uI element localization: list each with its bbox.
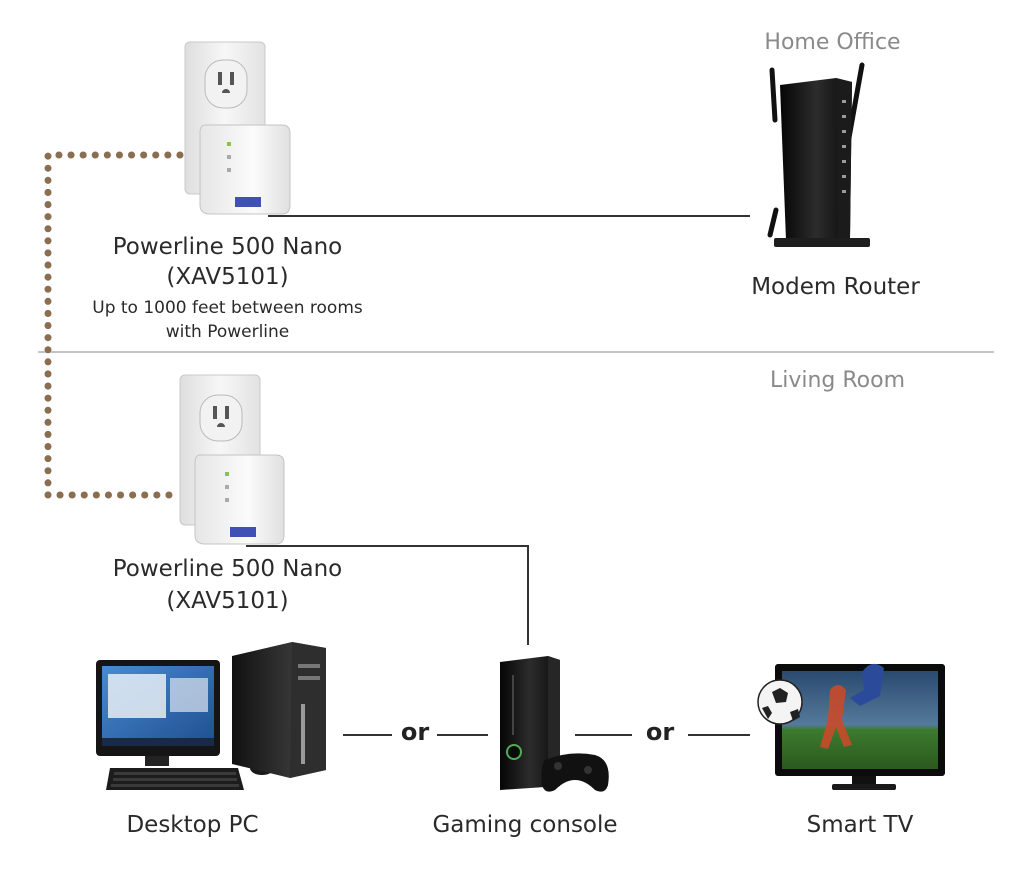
gaming-console-image	[500, 656, 609, 792]
adapter-top-note-line2: with Powerline	[165, 322, 290, 342]
adapter-top-model: (XAV5101)	[166, 264, 289, 290]
adapter-top-name: Powerline 500 Nano	[112, 234, 343, 260]
room-label-home-office: Home Office	[764, 30, 901, 55]
modem-router-image	[767, 62, 870, 247]
adapter-bottom-model: (XAV5101)	[166, 588, 289, 614]
router-label: Modem Router	[751, 274, 920, 300]
or-connector-right: or	[645, 718, 675, 746]
cable-adapter-console	[246, 545, 529, 645]
powerline-adapter-top	[184, 41, 291, 215]
adapter-top-note-line1: Up to 1000 feet between rooms	[92, 298, 363, 318]
desktop-pc-image	[96, 642, 326, 790]
device-label-desktop-pc: Desktop PC	[126, 812, 259, 838]
device-label-gaming-console: Gaming console	[432, 812, 618, 838]
powerline-dotted-link	[44, 151, 184, 499]
room-label-living-room: Living Room	[769, 368, 906, 393]
or-connector-left: or	[400, 718, 430, 746]
smart-tv-image	[757, 663, 945, 790]
device-label-smart-tv: Smart TV	[806, 812, 914, 838]
powerline-adapter-bottom	[179, 374, 285, 545]
adapter-bottom-name: Powerline 500 Nano	[112, 556, 343, 582]
